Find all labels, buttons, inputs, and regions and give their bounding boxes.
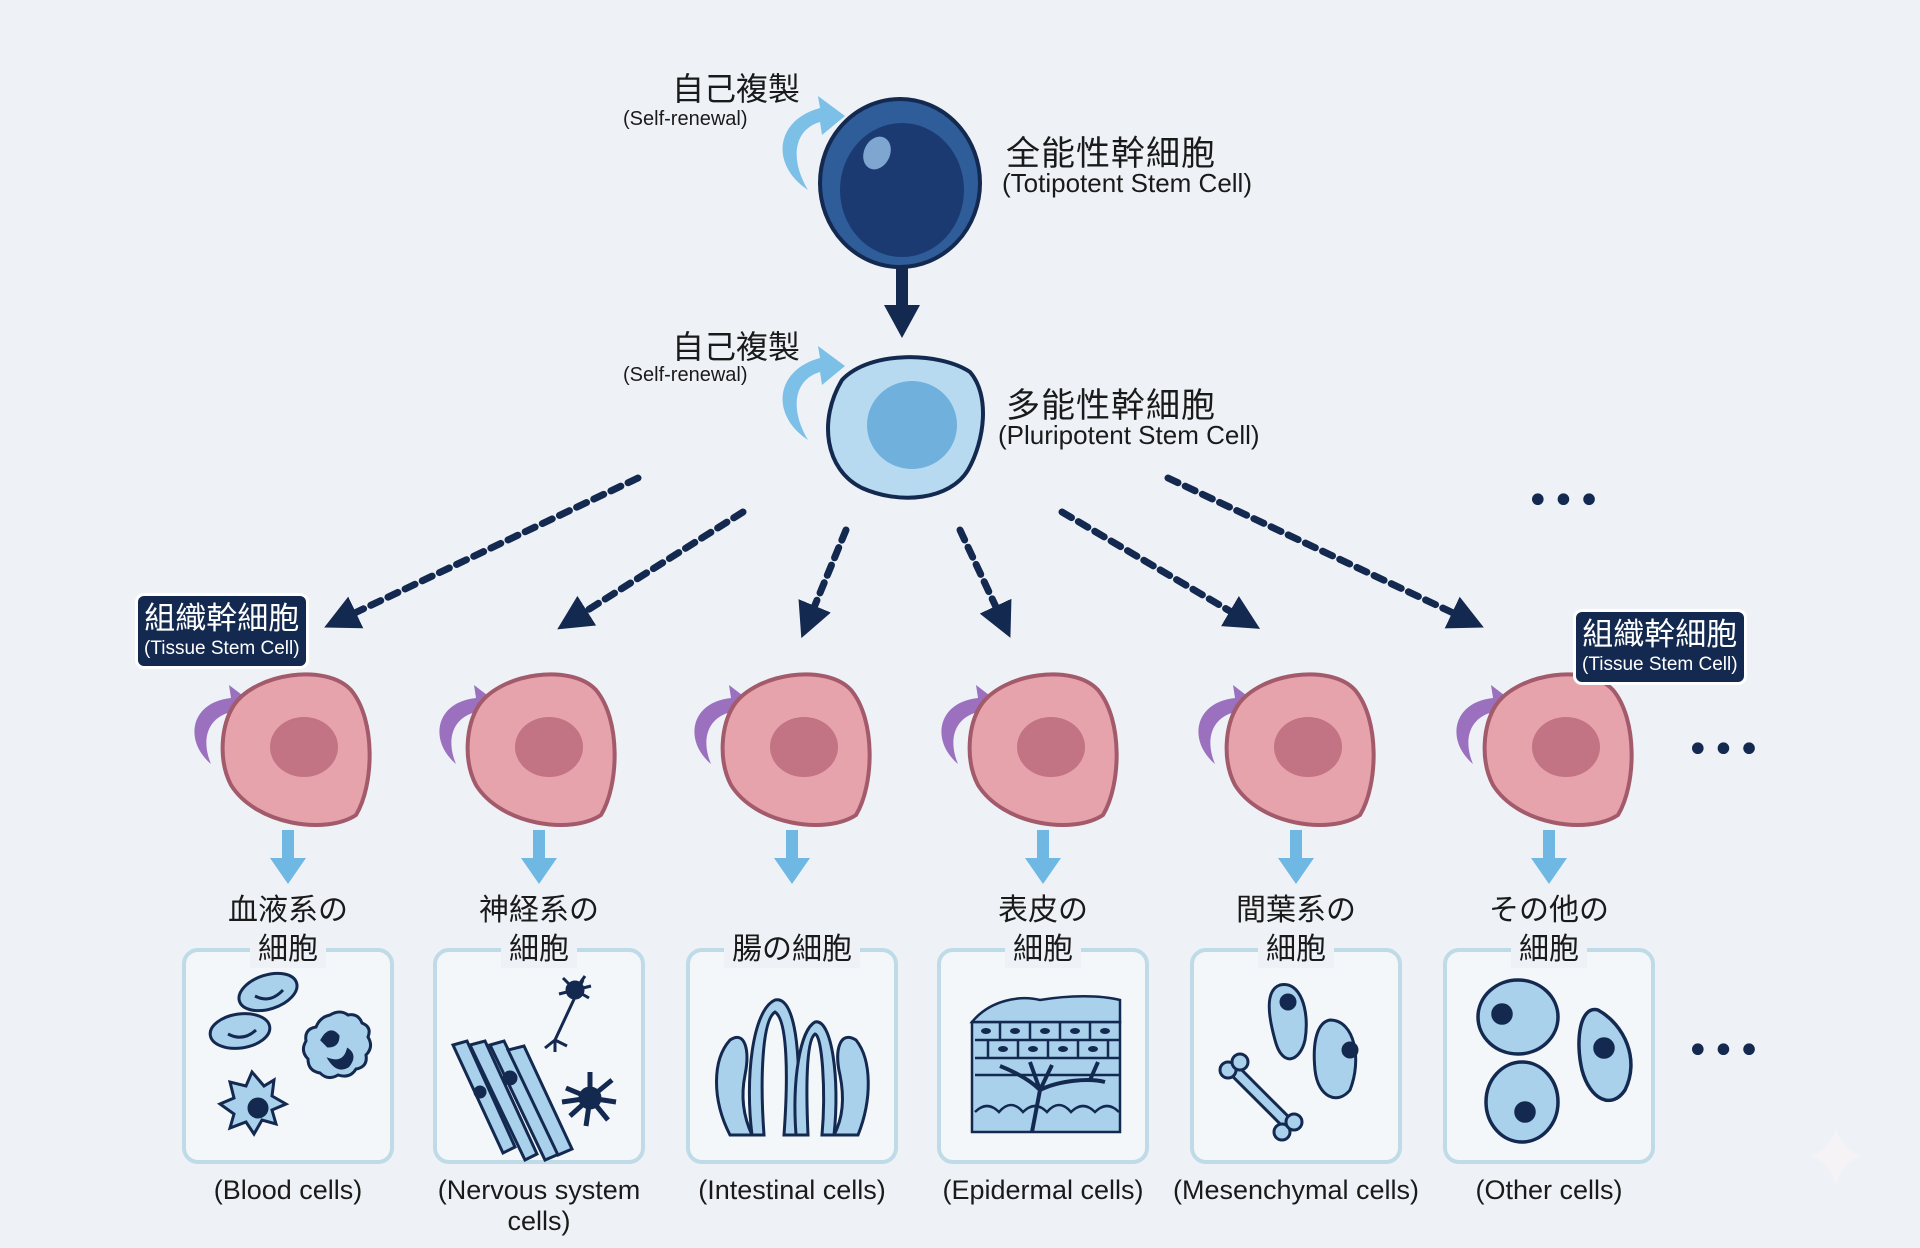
- cell-type-label-jp: 細胞: [501, 932, 577, 968]
- nerve-cells-icon: [450, 975, 617, 1163]
- other-cells-icon: [1476, 978, 1633, 1144]
- self-renewal-label-en: (Self-renewal): [623, 108, 748, 130]
- pluripotent-title-jp: 多能性幹細胞: [1006, 386, 1216, 426]
- sparkle-icon: [1810, 1128, 1862, 1184]
- tissue-stem-cell-jp: 組織幹細胞: [1582, 617, 1738, 653]
- tissue-stem-cell-badge: 組織幹細胞 (Tissue Stem Cell): [1576, 612, 1744, 682]
- cell-type-label-en: (Blood cells): [213, 1175, 363, 1205]
- differentiation-arrow-icon: [521, 830, 557, 884]
- pluripotent-stem-cell: [826, 355, 985, 500]
- dashed-arrow: [324, 474, 642, 629]
- self-renewal-label-en: (Self-renewal): [623, 364, 748, 386]
- epidermis-icon: [969, 995, 1122, 1134]
- tissue-stem-cell-en: (Tissue Stem Cell): [144, 638, 300, 659]
- cell-type-label-jp: 表皮の: [998, 893, 1088, 928]
- dashed-arrow: [557, 508, 747, 630]
- tissue-stem-cell: [465, 672, 617, 827]
- cell-type-label-jp: その他の: [1489, 893, 1609, 928]
- intestinal-villi-icon: [715, 998, 870, 1137]
- cell-type-label-en: cells): [507, 1206, 571, 1236]
- dashed-arrow: [956, 526, 1012, 638]
- cell-type-label-jp: 血液系の: [228, 893, 348, 928]
- dashed-arrow: [1058, 508, 1261, 629]
- cell-type-label-jp: 間葉系の: [1236, 893, 1356, 928]
- differentiation-arrow-icon: [270, 830, 306, 884]
- more-ellipsis-icon: •••: [1526, 478, 1603, 524]
- cell-type-label-en: (Intestinal cells): [698, 1175, 886, 1205]
- totipotent-stem-cell: [818, 97, 982, 269]
- tissue-stem-cell: [1482, 672, 1634, 827]
- self-renewal-label-jp: 自己複製: [672, 328, 801, 366]
- differentiation-arrow-icon: [1025, 830, 1061, 884]
- totipotent-title-jp: 全能性幹細胞: [1006, 134, 1216, 174]
- dashed-arrow: [1164, 474, 1484, 629]
- self-renewal-arrow-icon: [782, 346, 845, 440]
- more-ellipsis-icon: •••: [1686, 727, 1763, 773]
- tissue-stem-cell: [967, 672, 1119, 827]
- more-ellipsis-icon: •••: [1686, 1028, 1763, 1074]
- cell-type-label-en: (Nervous system: [437, 1175, 641, 1205]
- dashed-arrow: [798, 526, 850, 639]
- cell-type-label-jp: 細胞: [250, 932, 326, 968]
- self-renewal-arrow-icon: [782, 96, 845, 190]
- down-arrow-icon: [884, 266, 920, 338]
- tissue-stem-cell-badge: 組織幹細胞 (Tissue Stem Cell): [138, 596, 306, 666]
- self-renewal-label-jp: 自己複製: [672, 70, 801, 108]
- differentiation-arrow-icon: [774, 830, 810, 884]
- cell-type-label-jp: 細胞: [1258, 932, 1334, 968]
- differentiation-arrow-icon: [1531, 830, 1567, 884]
- differentiation-dashed-arrows: [324, 474, 1484, 639]
- cell-type-label-en: (Other cells): [1475, 1175, 1623, 1205]
- pluripotent-title-en: (Pluripotent Stem Cell): [998, 420, 1260, 450]
- mesenchymal-cells-icon: [1218, 983, 1359, 1142]
- blood-cells-icon: [208, 971, 373, 1137]
- differentiation-arrow-icon: [1278, 830, 1314, 884]
- tissue-stem-cell: [1224, 672, 1376, 827]
- cell-type-label-jp: 細胞: [1005, 932, 1081, 968]
- cell-type-label-jp: 腸の細胞: [724, 932, 860, 968]
- tissue-stem-cell: [220, 672, 372, 827]
- cell-type-label-en: (Mesenchymal cells): [1172, 1175, 1420, 1205]
- tissue-stem-cell-jp: 組織幹細胞: [144, 601, 300, 637]
- tissue-stem-cell: [720, 672, 872, 827]
- cell-type-label-jp: 神経系の: [479, 893, 599, 928]
- tissue-stem-cell-en: (Tissue Stem Cell): [1582, 654, 1738, 675]
- cell-type-label-en: (Epidermal cells): [942, 1175, 1144, 1205]
- totipotent-title-en: (Totipotent Stem Cell): [1002, 168, 1252, 198]
- cell-type-label-jp: 細胞: [1511, 932, 1587, 968]
